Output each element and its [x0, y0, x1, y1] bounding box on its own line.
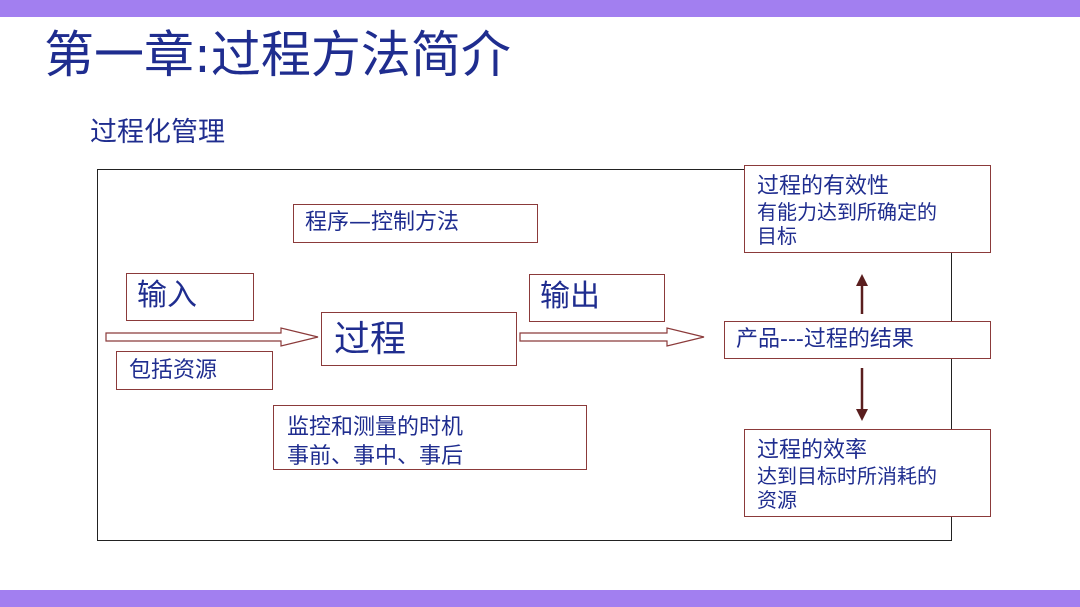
product-box: 产品---过程的结果	[724, 321, 991, 359]
output-box: 输出	[529, 274, 665, 322]
efficiency-box: 过程的效率 达到目标时所消耗的 资源	[744, 429, 991, 517]
procedure-label: 程序—控制方法	[305, 210, 460, 235]
resources-box: 包括资源	[116, 351, 273, 390]
resources-label: 包括资源	[129, 358, 218, 383]
product-label: 产品---过程的结果	[736, 327, 914, 352]
bottom-accent-band	[0, 590, 1080, 607]
output-flow-arrow	[519, 327, 705, 347]
slide-title: 第一章:过程方法简介	[44, 26, 511, 84]
monitoring-line-1: 监控和测量的时机	[287, 415, 464, 440]
monitoring-box: 监控和测量的时机 事前、事中、事后	[273, 405, 587, 470]
procedure-control-box: 程序—控制方法	[293, 204, 538, 243]
process-box: 过程	[321, 312, 517, 366]
output-label: 输出	[540, 279, 600, 314]
effectiveness-line-1: 过程的有效性	[757, 174, 890, 199]
up-arrow-head	[856, 274, 868, 286]
efficiency-line-3: 资源	[757, 488, 797, 513]
monitoring-line-2: 事前、事中、事后	[287, 443, 464, 469]
efficiency-line-1: 过程的效率	[757, 438, 868, 463]
effectiveness-box: 过程的有效性 有能力达到所确定的 目标	[744, 165, 991, 253]
top-accent-band	[0, 0, 1080, 17]
input-flow-arrow	[105, 327, 319, 347]
down-arrow-head	[856, 409, 868, 421]
effectiveness-line-2: 有能力达到所确定的	[757, 200, 937, 225]
slide-subtitle: 过程化管理	[90, 117, 225, 148]
process-label: 过程	[334, 319, 407, 360]
effectiveness-line-3: 目标	[757, 224, 797, 249]
efficiency-line-2: 达到目标时所消耗的	[757, 464, 937, 489]
input-box: 输入	[126, 273, 254, 321]
input-label: 输入	[137, 278, 197, 313]
